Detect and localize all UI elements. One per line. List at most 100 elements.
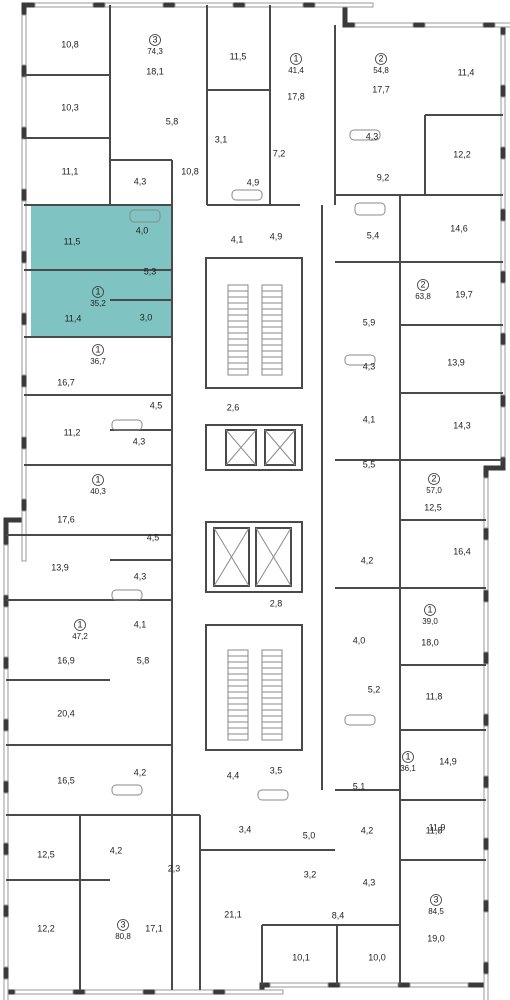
room-area: 11,4 [458, 67, 475, 77]
room-area: 21,1 [224, 909, 242, 919]
room-area: 12,5 [37, 849, 55, 859]
apartment-labels: 374,3141,4254,8135,2263,8136,7140,3257,0… [72, 34, 444, 941]
apartment-label[interactable]: 263,8 [415, 279, 431, 301]
apartment-rooms-circle [92, 286, 104, 298]
apartment-rooms-circle [428, 473, 440, 485]
apartment-label[interactable]: 374,3 [147, 34, 163, 56]
apartment-rooms-circle [424, 604, 436, 616]
window [483, 601, 489, 653]
room-area: 4,1 [363, 414, 376, 424]
interior-walls [6, 5, 503, 990]
window [104, 2, 164, 8]
apartment-rooms: 3 [152, 34, 157, 44]
room-area: 3,4 [239, 824, 252, 834]
apartment-area: 41,4 [288, 66, 304, 75]
room-area: 3,5 [270, 765, 283, 775]
apartment-rooms: 1 [95, 286, 100, 296]
room-area: 4,3 [133, 436, 146, 446]
window [354, 22, 414, 28]
room-area: 5,1 [353, 781, 366, 791]
window [14, 989, 74, 995]
room-area: 4,5 [150, 400, 163, 410]
room-area: 17,6 [57, 514, 75, 524]
apartment-label[interactable]: 141,4 [288, 53, 304, 75]
room-area: 4,5 [147, 532, 160, 542]
room-area: 18,1 [146, 66, 164, 76]
room-area: 14,3 [453, 420, 471, 430]
room-area: 11,2 [64, 427, 81, 437]
window [84, 989, 144, 995]
window [483, 725, 489, 777]
apartment-rooms-circle [375, 53, 387, 65]
room-area: 17,1 [145, 923, 163, 933]
room-area: 13,9 [447, 357, 465, 367]
stair-flight [227, 284, 249, 376]
window [483, 477, 489, 529]
room-area: 5,9 [363, 317, 376, 327]
elevators [213, 429, 296, 587]
stair-flight [227, 649, 249, 741]
apartment-label[interactable]: 135,2 [90, 286, 106, 308]
room-area: 2,3 [168, 863, 181, 873]
apartment-label[interactable]: 139,0 [422, 604, 438, 626]
room-area: 5,3 [144, 266, 157, 276]
window [21, 386, 27, 438]
stairs [227, 284, 283, 741]
apartment-label[interactable]: 140,3 [90, 474, 106, 496]
apartment-area: 57,0 [426, 486, 442, 495]
room-area: 3,0 [140, 312, 153, 322]
window [500, 220, 506, 272]
room-area: 18,0 [421, 637, 439, 647]
room-area: 17,8 [287, 91, 305, 101]
apartment-area: 63,8 [415, 292, 431, 301]
room-area: 4,2 [134, 767, 147, 777]
apartment-rooms-circle [92, 344, 104, 356]
window [483, 663, 489, 715]
room-area: 5,0 [303, 830, 316, 840]
window [314, 2, 374, 8]
room-area: 11,9 [429, 822, 446, 832]
apartment-label[interactable]: 380,8 [115, 919, 131, 941]
apartment-label[interactable]: 257,0 [426, 473, 442, 495]
apartment-area: 40,3 [90, 487, 106, 496]
window [500, 34, 506, 86]
window [339, 982, 399, 988]
apartment-rooms: 3 [120, 919, 125, 929]
window [3, 916, 9, 968]
room-area: 4,9 [270, 231, 283, 241]
room-area: 4,0 [353, 635, 366, 645]
room-area: 19,0 [427, 933, 445, 943]
apartment-label[interactable]: 254,8 [373, 53, 389, 75]
apartment-rooms: 1 [293, 53, 298, 63]
apartment-label[interactable]: 147,2 [72, 619, 88, 641]
room-area: 4,1 [134, 619, 147, 629]
apartment-area: 74,3 [147, 47, 163, 56]
window [154, 989, 214, 995]
window [483, 787, 489, 839]
room-area: 4,4 [227, 770, 240, 780]
apartment-rooms: 3 [433, 894, 438, 904]
room-area: 4,2 [361, 555, 374, 565]
room-area: 5,8 [166, 116, 179, 126]
room-area: 10,8 [181, 166, 199, 176]
room-area: 4,3 [366, 131, 379, 141]
apartment-rooms: 2 [431, 473, 436, 483]
room-area: 4,1 [231, 234, 244, 244]
apartment-rooms: 2 [420, 279, 425, 289]
room-area: 4,3 [363, 361, 376, 371]
room-area: 16,7 [57, 377, 75, 387]
room-area: 4,3 [363, 877, 376, 887]
apartment-rooms-circle [430, 894, 442, 906]
apartment-label[interactable]: 136,1 [400, 751, 416, 773]
window [483, 539, 489, 591]
apartment-area: 47,2 [72, 632, 88, 641]
apartment-label[interactable]: 384,5 [428, 894, 444, 916]
stair-flight [261, 284, 283, 376]
room-area: 9,2 [377, 172, 390, 182]
window [3, 544, 9, 596]
apartment-label[interactable]: 136,7 [90, 344, 106, 366]
room-area: 4,3 [134, 571, 147, 581]
apartment-rooms-circle [117, 919, 129, 931]
apartment-rooms-circle [92, 474, 104, 486]
